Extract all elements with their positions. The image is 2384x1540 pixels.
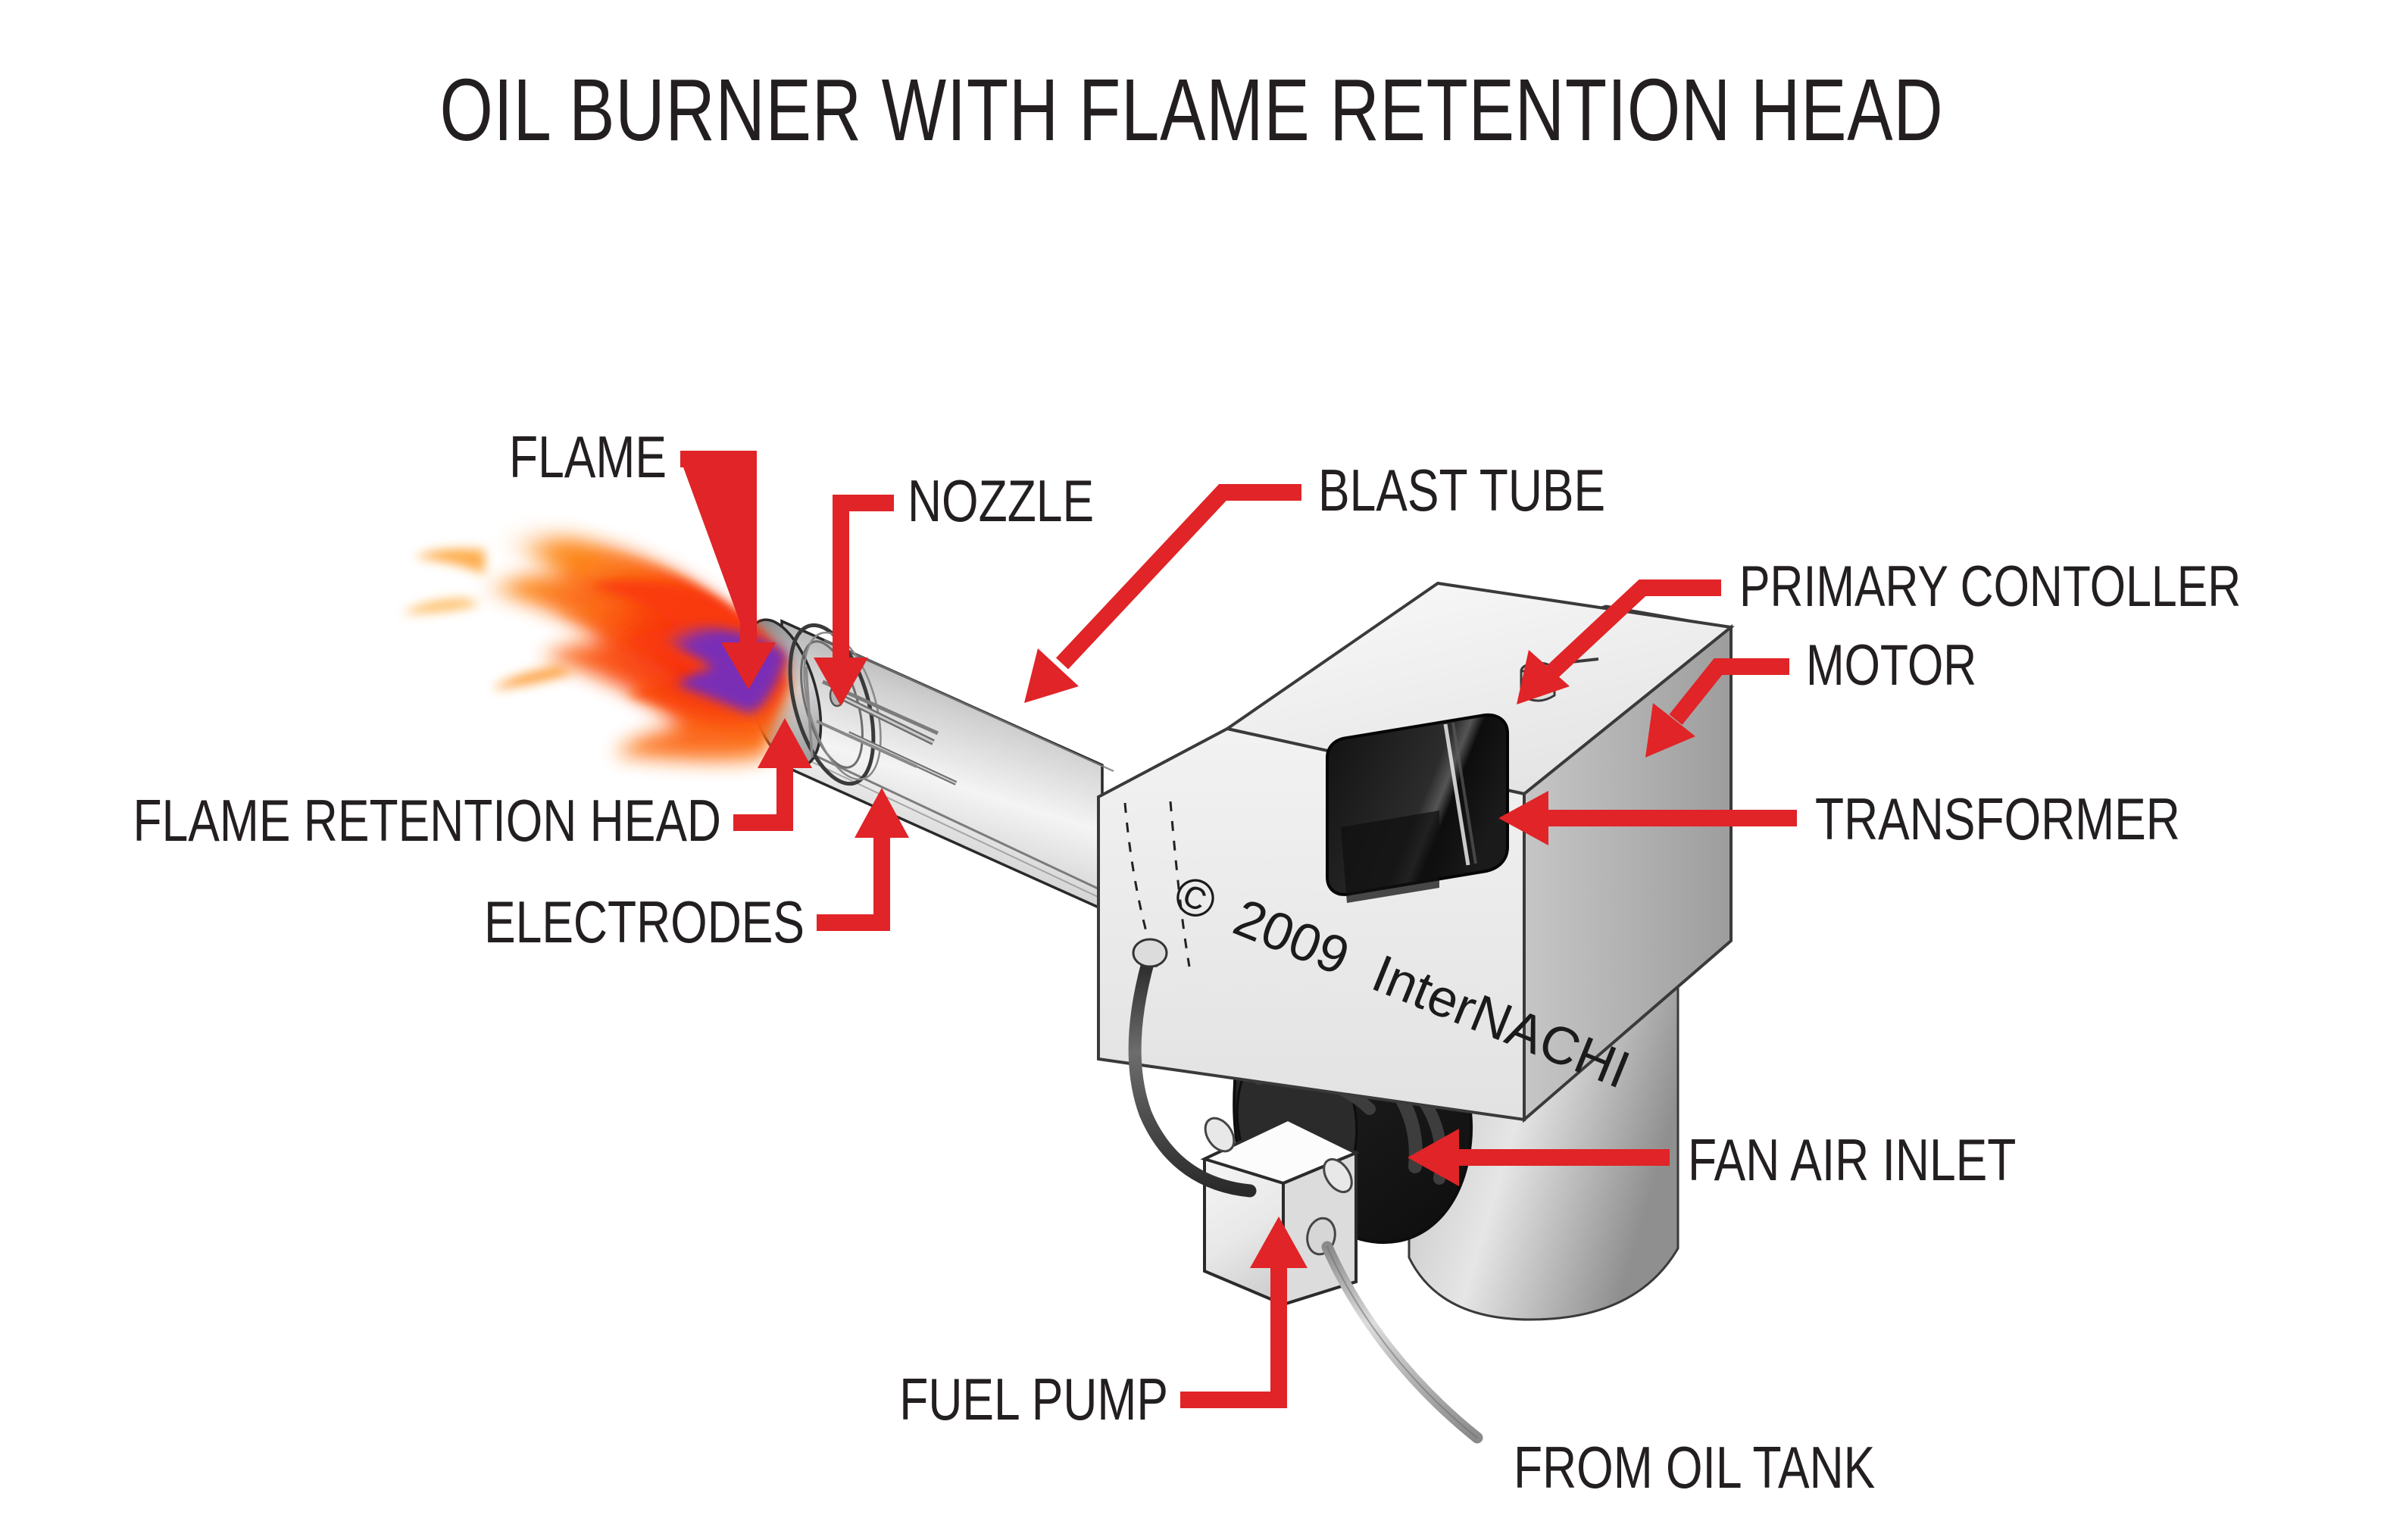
callout-arrow-icon — [758, 718, 812, 768]
callout-label-nozzle: NOZZLE — [908, 467, 1094, 533]
callout-leader-motor — [1645, 658, 1789, 758]
callout-arrow-icon — [1250, 1217, 1308, 1268]
callout-leader-blast-tube — [1024, 484, 1301, 703]
callout-leader-fuel-pump — [1180, 1217, 1308, 1408]
callout-label-blast-tube: BLAST TUBE — [1318, 457, 1605, 523]
callout-leader-nozzle — [814, 495, 894, 706]
callout-arrow-icon — [814, 658, 868, 706]
callout-label-from-oil-tank: FROM OIL TANK — [1514, 1434, 1875, 1500]
callout-leader-primary-controller — [1517, 579, 1721, 704]
callout-label-flame-retention-head: FLAME RETENTION HEAD — [133, 787, 721, 853]
callout-label-fan-air-inlet: FAN AIR INLET — [1688, 1126, 2016, 1192]
callout-arrow-icon — [721, 642, 776, 689]
callout-leader-transformer — [1498, 791, 1797, 845]
ignition-cable — [1128, 938, 1257, 1198]
page-title: OIL BURNER WITH FLAME RETENTION HEAD — [439, 61, 1943, 159]
callout-arrow-icon — [1024, 648, 1079, 703]
callout-arrow-icon — [1517, 650, 1570, 704]
transformer-block — [1326, 713, 1509, 903]
callout-arrow-icon — [1498, 791, 1548, 845]
callout-leaders — [680, 451, 1797, 1408]
callout-leader-fan-air-inlet — [1408, 1129, 1670, 1186]
callout-arrow-icon — [1408, 1129, 1459, 1186]
oil-supply-hose — [1321, 1241, 1483, 1444]
callout-leader-electrodes — [817, 788, 909, 931]
callout-arrow-icon — [1645, 703, 1695, 758]
callout-label-transformer: TRANSFORMER — [1815, 786, 2180, 851]
callout-label-flame: FLAME — [509, 423, 667, 489]
callout-leader-flame — [680, 451, 776, 689]
callout-labels: FLAME NOZZLE BLAST TUBE PRIMARY CONTOLLE… — [133, 423, 2241, 1500]
callout-label-motor: MOTOR — [1806, 633, 1976, 698]
callout-label-electrodes: ELECTRODES — [484, 889, 805, 954]
callout-label-fuel-pump: FUEL PUMP — [899, 1366, 1168, 1432]
callout-label-primary-controller: PRIMARY CONTOLLER — [1739, 554, 2241, 619]
callout-arrow-icon — [855, 788, 909, 838]
callout-leader-flame-retention-head — [733, 718, 812, 831]
